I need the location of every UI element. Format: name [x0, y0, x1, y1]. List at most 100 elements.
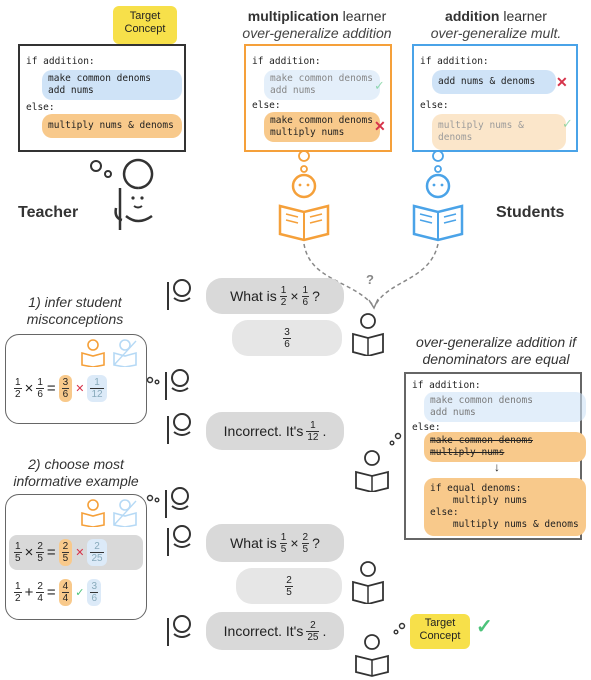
target-concept-note-final: Target Concept	[410, 614, 470, 649]
code-add-branch-faded: make common denoms add nums	[264, 70, 380, 100]
denominator: 25	[91, 553, 103, 564]
numerator: 1	[306, 420, 320, 432]
code-line: add nums	[48, 85, 94, 96]
target-concept-note: Target Concept	[113, 6, 177, 44]
mult-learner-student-icon	[278, 173, 330, 242]
denominator: 5	[37, 553, 43, 564]
mult-learner-mini-icon	[81, 339, 105, 367]
code-line: else:	[430, 507, 459, 518]
updated-belief-code-box: if addition: make common denoms add nums…	[404, 372, 586, 540]
add-learner-code-box: if addition: add nums & denoms ✕ else: m…	[412, 44, 578, 152]
numerator: 2	[301, 531, 310, 544]
teacher-icon	[167, 413, 191, 444]
question-suffix: ?	[312, 288, 320, 304]
check-icon: ✓	[374, 78, 385, 93]
feedback-suffix: .	[322, 623, 327, 639]
numerator: 2	[306, 620, 320, 632]
denominator: 2	[15, 593, 21, 604]
code-mult-branch: multiply nums & denoms	[42, 114, 182, 138]
numerator: 3	[61, 377, 70, 389]
question-text: What is	[230, 288, 277, 304]
mult-learner-mini-icon	[81, 499, 105, 527]
denominator: 2	[15, 389, 21, 400]
code-if-addition: if addition:	[26, 56, 95, 67]
operator: +	[24, 584, 34, 601]
mult-learner-header: multiplication learner over-generalize a…	[232, 8, 402, 42]
code-else: else:	[420, 100, 449, 111]
operator: ×	[290, 535, 299, 551]
feedback-text: Incorrect. It's	[223, 423, 304, 439]
mult-learner-title-rest: learner	[338, 8, 387, 24]
cross-icon: ✕	[556, 74, 568, 90]
code-old-mult-branch: make common denoms multiply nums	[424, 432, 586, 462]
denominator: 6	[284, 338, 290, 350]
cross-icon: ✕	[75, 547, 85, 559]
code-else: else:	[412, 422, 441, 433]
teacher-thinking-icon	[146, 487, 189, 518]
student-thinking-icon	[355, 432, 402, 492]
student-icon	[352, 561, 384, 604]
code-if-addition: if addition:	[420, 56, 489, 67]
numerator: 1	[279, 531, 288, 544]
overgen-caption: over-generalize addition if denominators…	[415, 334, 577, 367]
code-add-branch-faded: make common denoms add nums	[424, 392, 586, 422]
denominator: 6	[91, 593, 97, 604]
mult-learner-thought-bubble	[298, 150, 310, 173]
code-line: multiply nums	[270, 127, 345, 138]
code-line: make common denoms	[270, 115, 373, 126]
question-suffix: ?	[312, 535, 320, 551]
target-concept-label: Target Concept	[419, 617, 461, 642]
question-mark: ?	[366, 272, 374, 287]
code-else: else:	[252, 100, 281, 111]
step-1-caption: 1) infer student misconceptions	[26, 294, 124, 327]
check-icon: ✓	[75, 587, 85, 599]
add-learner-mini-icon-crossed	[113, 499, 137, 527]
code-line: make common denoms	[48, 73, 151, 84]
code-add-branch: add nums & denoms	[432, 70, 556, 94]
numerator: 2	[36, 541, 44, 553]
denominator: 25	[307, 631, 319, 643]
operator: ×	[290, 288, 299, 304]
equals: =	[46, 380, 56, 397]
student-icon	[352, 313, 384, 356]
numerator: 4	[61, 581, 70, 593]
teacher-figure-icon	[90, 158, 154, 230]
equals: =	[46, 544, 56, 561]
cross-icon: ✕	[374, 118, 386, 134]
feedback-suffix: .	[322, 423, 327, 439]
add-learner-header: addition learner over-generalize mult.	[412, 8, 580, 42]
numerator: 2	[90, 541, 104, 553]
numerator: 2	[285, 574, 293, 587]
feedback-text: Incorrect. It's	[223, 623, 304, 639]
denominator: 4	[62, 593, 69, 604]
equals: =	[46, 584, 56, 601]
numerator: 1	[14, 377, 22, 389]
denominator: 5	[62, 553, 69, 564]
step-2-caption: 2) choose most informative example	[13, 456, 139, 489]
mult-learner-subtitle: over-generalize addition	[242, 25, 392, 41]
code-line: add nums & denoms	[438, 76, 536, 87]
code-line: make common denoms	[430, 395, 533, 406]
teacher-icon	[167, 279, 191, 310]
code-line: multiply nums	[430, 495, 528, 506]
numerator: 1	[279, 284, 288, 297]
